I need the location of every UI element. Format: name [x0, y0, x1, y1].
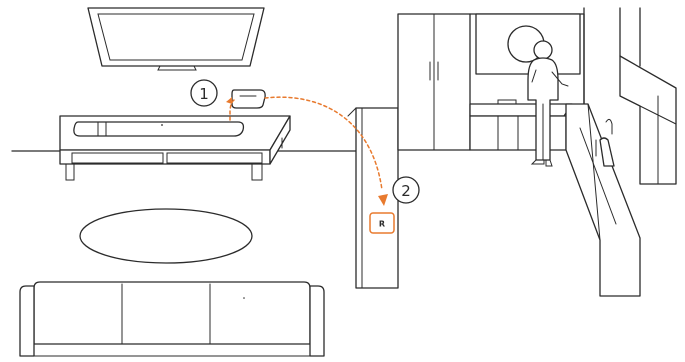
- step-1-label: 1: [199, 85, 209, 103]
- sofa: [20, 282, 324, 356]
- rear-device-label: R: [379, 220, 385, 229]
- tv: [88, 8, 264, 70]
- soundbar: [74, 122, 244, 136]
- wireless-module: [232, 90, 265, 108]
- tall-cabinets: [398, 14, 470, 150]
- kitchen-counter: [470, 100, 572, 150]
- arrow-head-left: [226, 97, 232, 104]
- kitchen-island: [566, 104, 640, 296]
- rear-device: R: [370, 213, 394, 233]
- step-marker-2: 2: [393, 177, 419, 203]
- back-wall: [470, 14, 584, 104]
- partition-wall: [348, 108, 398, 288]
- step-2-label: 2: [401, 182, 411, 200]
- step-marker-1: 1: [191, 80, 217, 106]
- rug: [80, 209, 252, 263]
